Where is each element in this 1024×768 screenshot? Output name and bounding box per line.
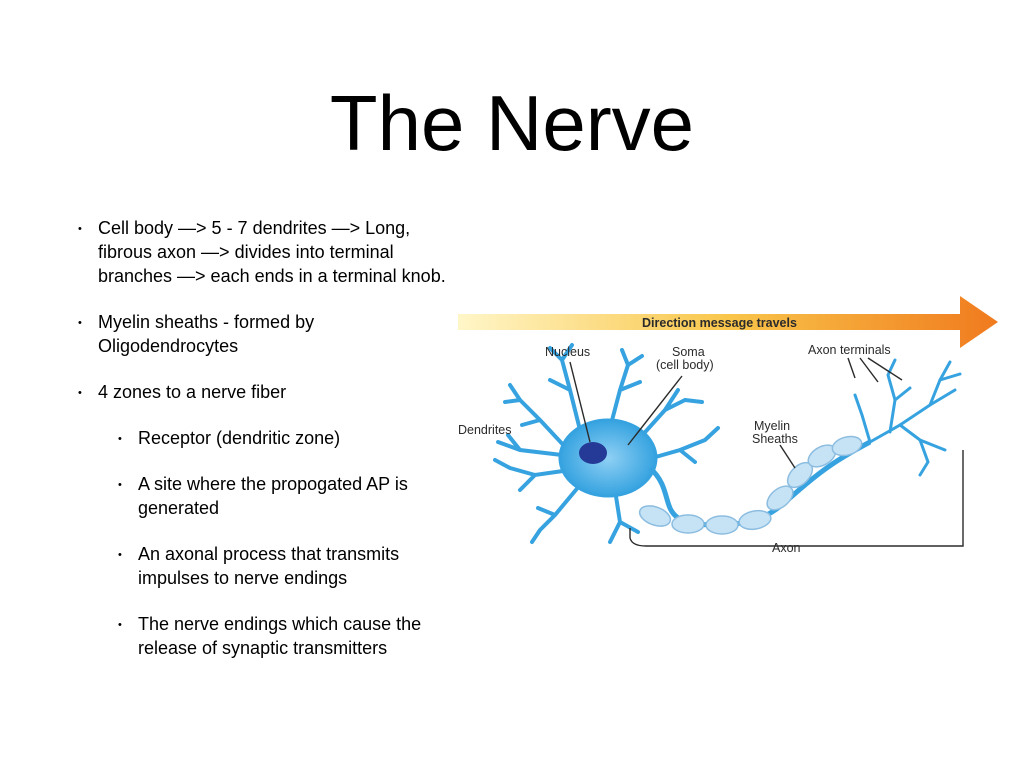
arrow-label: Direction message travels (642, 316, 797, 330)
sub-bullet-text: An axonal process that transmits impulse… (138, 544, 400, 588)
soma-leader-line (627, 375, 683, 446)
myelin-leader-line (779, 444, 796, 469)
bullet-dot-icon: • (78, 387, 82, 399)
bullet-dot-icon: • (78, 317, 82, 329)
soma-shape (558, 418, 658, 498)
myelin-sheath (738, 509, 772, 531)
myelin-sheaths (638, 435, 863, 535)
bullet-dot-icon: • (78, 223, 82, 235)
sub-bullet-item: • A site where the propogated AP is gene… (118, 472, 458, 520)
myelin-sheath (671, 514, 705, 534)
nucleus-leader-line (569, 361, 591, 443)
bullet-text: 4 zones to a nerve fiber (98, 382, 287, 402)
dendrites-shape (493, 343, 720, 544)
bullet-list: • Cell body —> 5 - 7 dendrites —> Long, … (78, 216, 458, 682)
bullet-item: • Cell body —> 5 - 7 dendrites —> Long, … (78, 216, 458, 288)
myelin-sheath (766, 485, 794, 511)
dendrites-label: Dendrites (458, 423, 512, 437)
sub-bullet-item: • An axonal process that transmits impul… (118, 542, 458, 590)
axon-terminals-shape (853, 358, 962, 477)
soma-sub-label: (cell body) (656, 358, 714, 372)
bullet-item: • 4 zones to a nerve fiber • Receptor (d… (78, 380, 458, 660)
bullet-dot-icon: • (118, 433, 122, 445)
sub-bullet-item: • The nerve endings which cause the rele… (118, 612, 458, 660)
sub-bullet-list: • Receptor (dendritic zone) • A site whe… (118, 426, 458, 660)
terminal-leader-line (867, 357, 903, 381)
myelin-sheath (638, 505, 672, 527)
bullet-dot-icon: • (118, 619, 122, 631)
sub-bullet-text: Receptor (dendritic zone) (138, 428, 341, 448)
bullet-item: • Myelin sheaths - formed by Oligodendro… (78, 310, 458, 358)
sub-bullet-item: • Receptor (dendritic zone) (118, 426, 458, 450)
leader-lines (569, 357, 964, 547)
axon-bracket (629, 450, 964, 547)
bullet-dot-icon: • (118, 479, 122, 491)
terminal-leader-line (859, 357, 879, 383)
sheaths-label: Sheaths (752, 432, 798, 446)
myelin-sheath (705, 515, 739, 535)
sub-bullet-text: A site where the propogated AP is genera… (138, 474, 408, 518)
slide-title: The Nerve (329, 79, 695, 167)
nucleus-label: Nucleus (545, 345, 590, 359)
neuron-diagram: Direction message travels (458, 296, 998, 555)
sub-bullet-text: The nerve endings which cause the releas… (138, 614, 422, 658)
bullet-text: Myelin sheaths - formed by Oligodendrocy… (98, 312, 315, 356)
axon-label: Axon (772, 541, 801, 555)
axon-terminals-label: Axon terminals (808, 343, 891, 357)
terminal-leader-line (847, 357, 856, 379)
diagram-labels: Nucleus Soma (cell body) Axon terminals … (458, 343, 891, 555)
arrow-shape (458, 296, 998, 348)
soma-label: Soma (672, 345, 705, 359)
direction-arrow: Direction message travels (458, 296, 998, 348)
nucleus-shape (579, 442, 607, 464)
bullet-dot-icon: • (118, 549, 122, 561)
myelin-sheath (831, 435, 863, 457)
myelin-label: Myelin (754, 419, 790, 433)
bullet-text: Cell body —> 5 - 7 dendrites —> Long, fi… (98, 218, 446, 286)
